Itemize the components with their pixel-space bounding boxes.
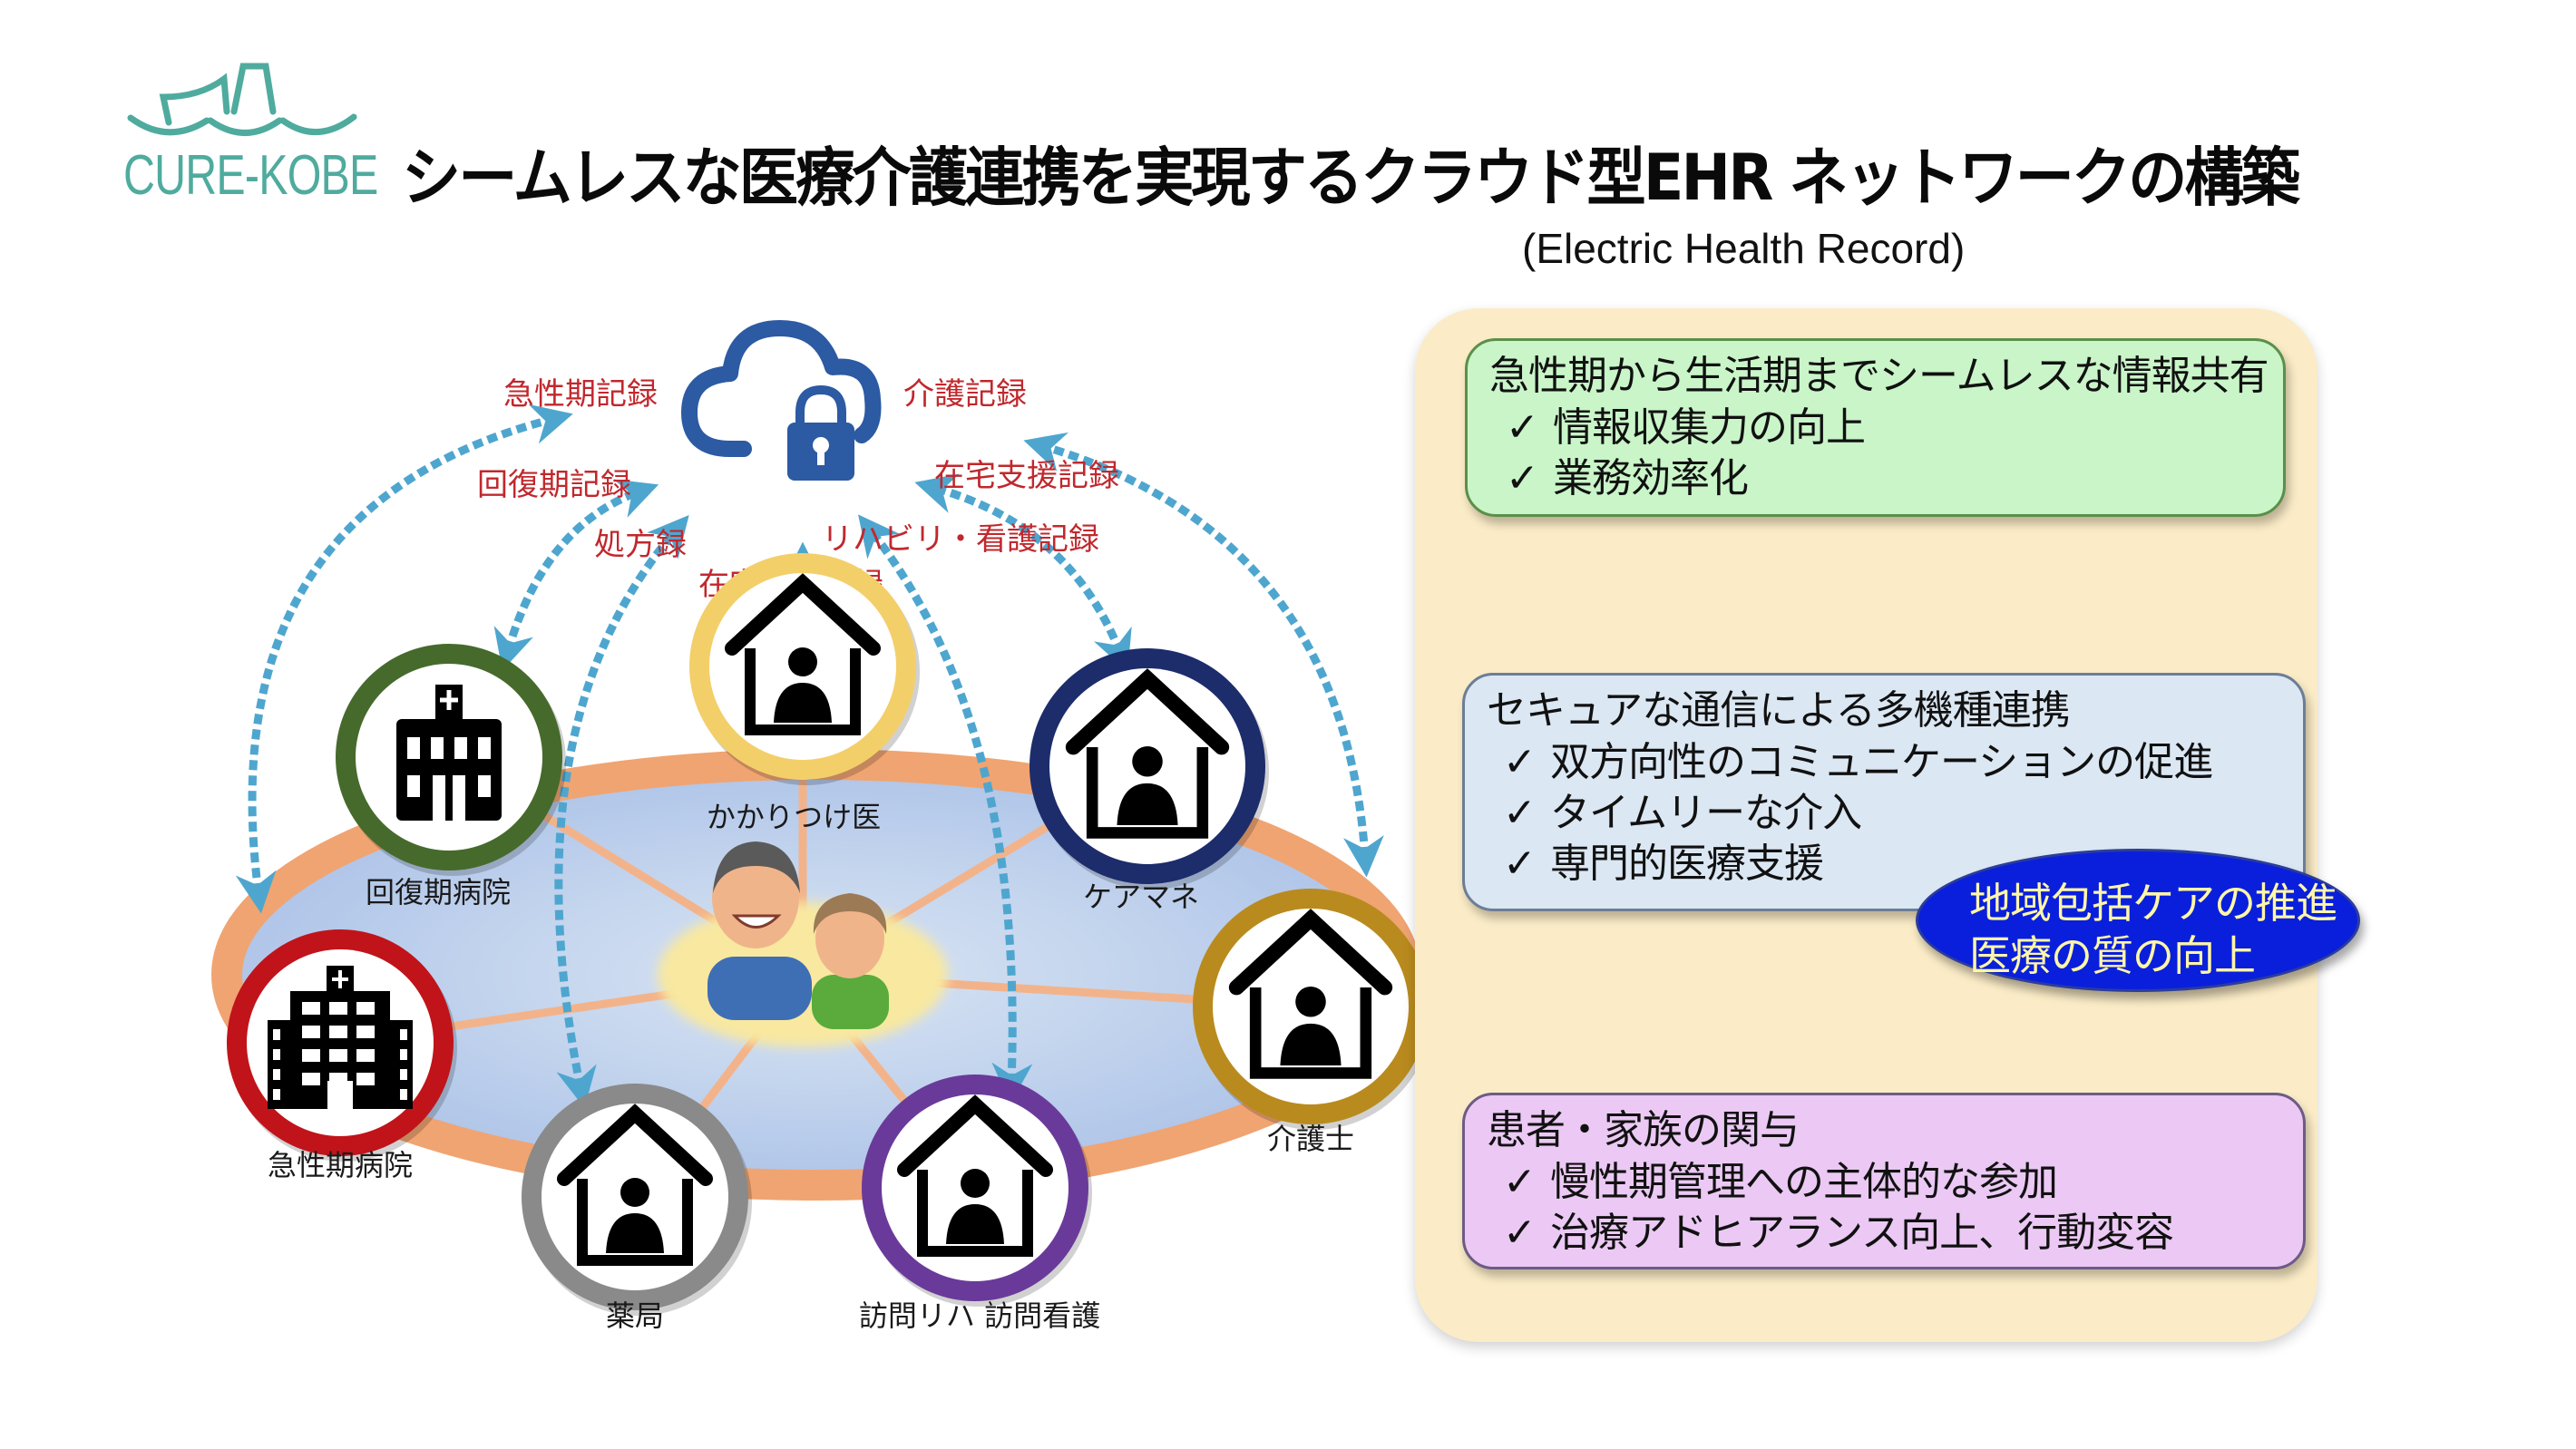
check-icon: ✓ — [1506, 455, 1539, 501]
check-icon: ✓ — [1503, 739, 1537, 785]
callout-line-1: 地域包括ケアの推進 — [1969, 879, 2337, 928]
node-label: 回復期病院 — [366, 875, 511, 909]
node-label: かかりつけ医 — [707, 800, 881, 834]
network-node: ケアマネ — [1029, 648, 1269, 914]
benefit-heading: 急性期から生活期までシームレスな情報共有 — [1489, 353, 2269, 399]
check-icon: ✓ — [1503, 1210, 1537, 1256]
large-hospital-icon — [268, 966, 413, 1109]
network-node: 急性期病院 — [227, 929, 457, 1182]
caregiver-wheelchair-home-icon — [1228, 909, 1393, 1079]
logo-text: CURE-KOBE — [123, 144, 378, 207]
check-icon: ✓ — [1506, 404, 1539, 451]
network-node: 介護士 — [1193, 889, 1415, 1156]
benefit-item: ✓双方向性のコミュニケーションの促進 — [1503, 737, 2303, 788]
record-label-rehab-nursing: リハビリ・看護記録 — [822, 521, 1099, 558]
record-label-acute: 急性期記録 — [503, 376, 658, 413]
doctor-home-icon — [725, 573, 881, 735]
record-label-home-support: 在宅支援記録 — [934, 458, 1119, 494]
benefit-box-seamless: 急性期から生活期までシームレスな情報共有 ✓情報収集力の向上 ✓業務効率化 — [1465, 338, 2286, 517]
benefit-item: ✓専門的医療支援 — [1503, 839, 2303, 890]
cloud-lock-icon — [681, 320, 882, 481]
care-manager-home-icon — [1065, 668, 1230, 839]
network-node: 回復期病院 — [336, 644, 566, 909]
benefit-item: ✓業務効率化 — [1506, 453, 2283, 504]
ehr-network-diagram: 急性期記録 回復期記録 処方録 在宅診療記録 介護記録 在宅支援記録 リハビリ・… — [211, 320, 1415, 1333]
benefit-box-patient: 患者・家族の関与 ✓慢性期管理への主体的な参加 ✓治療アドヒアランス向上、行動変… — [1462, 1093, 2306, 1269]
network-node: 薬局 — [522, 1084, 752, 1333]
benefit-heading: 患者・家族の関与 — [1487, 1107, 1800, 1153]
node-label: ケアマネ — [1083, 880, 1199, 914]
network-node: かかりつけ医 — [689, 553, 920, 834]
node-label: 急性期病院 — [268, 1148, 413, 1182]
benefit-heading: セキュアな通信による多機種連携 — [1487, 687, 2071, 734]
record-label-prescription: 処方録 — [594, 527, 687, 563]
check-icon: ✓ — [1503, 841, 1537, 887]
page-subtitle: (Electric Health Record) — [1522, 225, 1966, 272]
check-icon: ✓ — [1503, 790, 1537, 836]
benefit-item: ✓情報収集力の向上 — [1506, 403, 2283, 453]
record-label-recovery: 回復期記録 — [477, 467, 631, 503]
benefit-item: ✓タイムリーな介入 — [1503, 788, 2303, 839]
benefit-item: ✓慢性期管理への主体的な参加 — [1503, 1157, 2303, 1208]
node-label: 介護士 — [1267, 1122, 1354, 1156]
network-node: 訪問リハ 訪問看護 — [859, 1075, 1100, 1333]
record-label-care: 介護記録 — [903, 376, 1027, 413]
cure-kobe-logo-icon — [127, 63, 357, 136]
callout-oval: 地域包括ケアの推進 医療の質の向上 — [1916, 849, 2360, 992]
node-label: 訪問リハ 訪問看護 — [859, 1298, 1100, 1333]
check-icon: ✓ — [1503, 1159, 1537, 1205]
data-flow-arrows — [235, 404, 1384, 1109]
callout-line-2: 医療の質の向上 — [1969, 931, 2256, 980]
page-title: シームレスな医療介護連携を実現するクラウド型EHR ネットワークの構築 — [402, 141, 2300, 215]
node-label: 薬局 — [606, 1298, 664, 1333]
visit-rehab-home-icon — [897, 1094, 1053, 1257]
hospital-icon — [396, 685, 502, 821]
pharmacy-home-icon — [557, 1104, 713, 1266]
benefit-item: ✓治療アドヒアランス向上、行動変容 — [1503, 1208, 2303, 1259]
